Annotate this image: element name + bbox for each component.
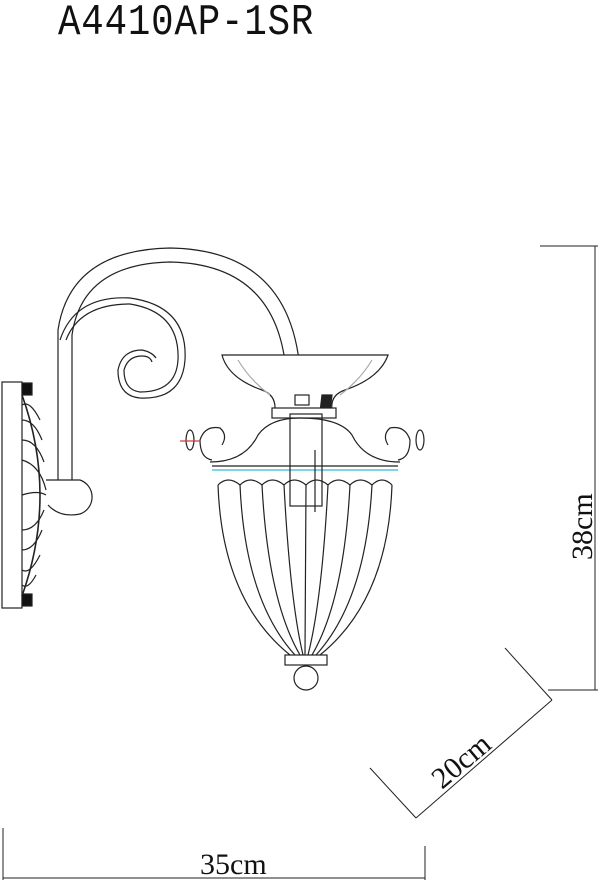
curved-arm [57, 247, 301, 480]
wall-plate [1, 381, 47, 609]
depth-dimension-line [415, 699, 553, 819]
width-dimension-label: 35cm [200, 848, 267, 881]
top-cup [221, 354, 389, 419]
depth-dimension-label: 20cm [425, 727, 497, 795]
arm-ball-joint [46, 479, 93, 516]
glass-shade [217, 413, 393, 691]
model-title: A4410AP-1SR [58, 0, 315, 48]
frame-scrolls [180, 417, 425, 463]
height-dimension-label: 38cm [566, 493, 599, 560]
dimension-lines [2, 245, 598, 880]
